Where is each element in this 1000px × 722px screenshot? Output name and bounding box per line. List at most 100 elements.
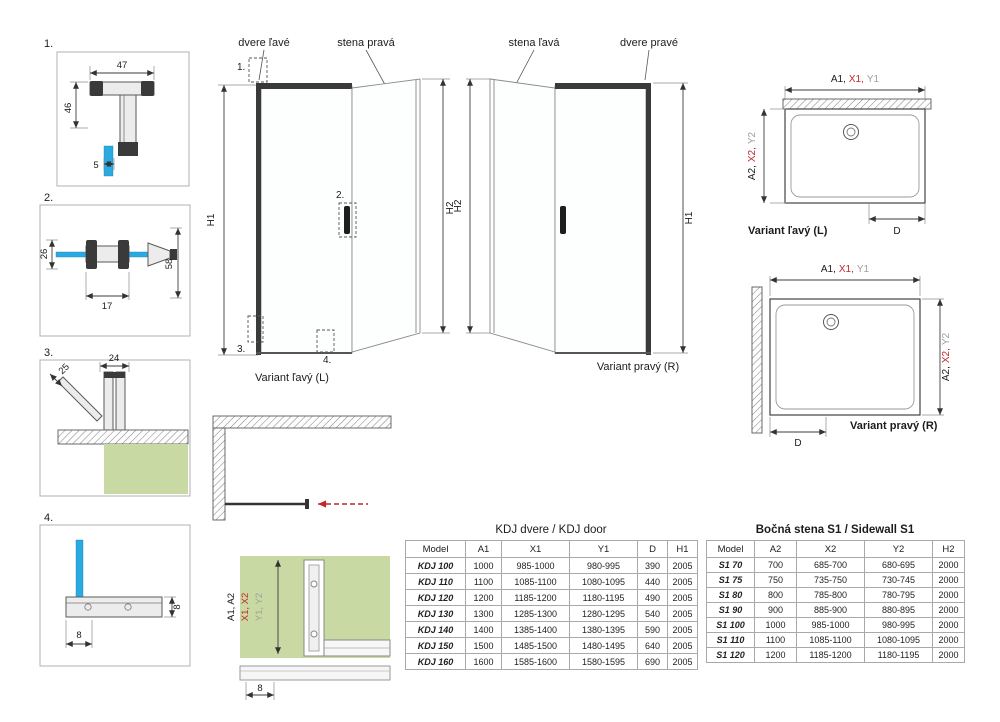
dimension-8: 8 bbox=[245, 682, 275, 700]
table-cell: 1600 bbox=[465, 653, 502, 670]
drain-icon-inner bbox=[826, 317, 836, 327]
table-cell: 1180-1195 bbox=[864, 647, 933, 663]
dim-y2: Y2 bbox=[941, 332, 952, 345]
table-cell: KDJ 120 bbox=[405, 589, 466, 606]
table-cell: 1280-1295 bbox=[569, 605, 638, 622]
floor-slab bbox=[57, 429, 189, 445]
table-cell: 700 bbox=[754, 557, 797, 573]
table-cell: KDJ 160 bbox=[405, 653, 466, 670]
table-cell: S1 90 bbox=[706, 602, 755, 618]
detail-box-4: 4. 8 8 bbox=[39, 512, 191, 667]
support-bracket bbox=[86, 240, 97, 269]
dim-y1: Y1 bbox=[867, 74, 880, 85]
table-cell: 2000 bbox=[932, 557, 965, 573]
dimension-8-right: 8 bbox=[164, 596, 183, 618]
dim-x2: X2, bbox=[941, 348, 952, 363]
door-side-profile bbox=[646, 83, 651, 355]
table-cell: 735-750 bbox=[796, 572, 865, 588]
sliding-door-glass bbox=[554, 85, 647, 354]
variant-caption: Variant pravý (R) bbox=[850, 420, 938, 432]
corner-profile bbox=[115, 371, 126, 431]
variant-caption: Variant pravý (R) bbox=[597, 361, 679, 373]
table-cell: 2000 bbox=[932, 647, 965, 663]
dimension-label: 47 bbox=[117, 60, 128, 71]
door-label: dvere pravé bbox=[620, 37, 678, 49]
dimension-h1: H1 bbox=[206, 84, 258, 356]
door-handle bbox=[344, 206, 350, 234]
table-cell: 590 bbox=[637, 621, 668, 638]
dimension-label: H2 bbox=[445, 201, 456, 214]
table-cell: 685-700 bbox=[796, 557, 865, 573]
table-cell: 680-695 bbox=[864, 557, 933, 573]
table-cell: S1 70 bbox=[706, 557, 755, 573]
table-cell: 1200 bbox=[754, 647, 797, 663]
column-header: H2 bbox=[932, 540, 965, 558]
wall-section bbox=[782, 98, 932, 110]
drain-icon bbox=[843, 124, 859, 140]
table-cell: 1380-1395 bbox=[569, 621, 638, 638]
dimension-label: H2 bbox=[453, 199, 464, 212]
detail-label-a: A1, A2 bbox=[226, 593, 237, 621]
table-cell: 2000 bbox=[932, 587, 965, 603]
wall-section bbox=[212, 427, 226, 521]
dimension-17: 17 bbox=[85, 272, 130, 312]
side-wall-glass bbox=[351, 78, 421, 353]
dimension-label: D bbox=[794, 438, 801, 449]
detail-box-2: 2. 26 17 58 bbox=[39, 192, 191, 337]
sill-profile bbox=[239, 665, 391, 681]
table-cell: 2005 bbox=[667, 621, 698, 638]
bottom-rail-profile bbox=[65, 596, 163, 618]
dimension-width: A1,X1,Y1 bbox=[769, 264, 921, 296]
dim-a1: A1, bbox=[831, 74, 846, 85]
table-cell: 1000 bbox=[465, 557, 502, 574]
corner-profile bbox=[103, 371, 114, 431]
table-cell: 780-795 bbox=[864, 587, 933, 603]
table-cell: 985-1000 bbox=[796, 617, 865, 633]
table-cell: 750 bbox=[754, 572, 797, 588]
table-cell: 1585-1600 bbox=[501, 653, 570, 670]
table-cell: KDJ 130 bbox=[405, 605, 466, 622]
dimension-26: 26 bbox=[39, 239, 58, 270]
table-cell: 2000 bbox=[932, 602, 965, 618]
table-cell: 1100 bbox=[465, 573, 502, 590]
support-bracket bbox=[118, 240, 129, 269]
table-cell: 785-800 bbox=[796, 587, 865, 603]
dimension-label: 8 bbox=[257, 683, 262, 694]
table-cell: 800 bbox=[754, 587, 797, 603]
callout-4: 4. bbox=[323, 355, 331, 366]
table-cell: 1085-1100 bbox=[501, 573, 570, 590]
wall-label: stena ľavá bbox=[509, 37, 561, 49]
dimension-47: 47 bbox=[89, 60, 155, 80]
table-cell: S1 80 bbox=[706, 587, 755, 603]
column-header: D bbox=[637, 540, 668, 558]
table-cell: 1285-1300 bbox=[501, 605, 570, 622]
column-header: Model bbox=[405, 540, 466, 558]
table-cell: 690 bbox=[637, 653, 668, 670]
table-cell: 1385-1400 bbox=[501, 621, 570, 638]
width-dimension-label: A1,X1,Y1 bbox=[821, 264, 870, 275]
table-cell: KDJ 100 bbox=[405, 557, 466, 574]
dimension-depth: A2,X2,Y2 bbox=[747, 108, 786, 204]
callout-box-3 bbox=[247, 315, 264, 343]
table-cell: 900 bbox=[754, 602, 797, 618]
sliding-door-glass bbox=[260, 85, 353, 354]
dim-y1: Y1 bbox=[857, 264, 870, 275]
screw-boss bbox=[84, 603, 92, 611]
table-cell: 540 bbox=[637, 605, 668, 622]
depth-dimension-label: A2,X2,Y2 bbox=[747, 131, 758, 180]
table-cell: 1080-1095 bbox=[864, 632, 933, 648]
detail-number: 3. bbox=[44, 347, 53, 359]
kdj-table-title: KDJ dvere / KDJ door bbox=[495, 524, 607, 536]
table-cell: S1 110 bbox=[706, 632, 755, 648]
wall-label: stena pravá bbox=[337, 37, 395, 49]
table-cell: 2005 bbox=[667, 573, 698, 590]
dimension-label: 8 bbox=[76, 630, 81, 641]
